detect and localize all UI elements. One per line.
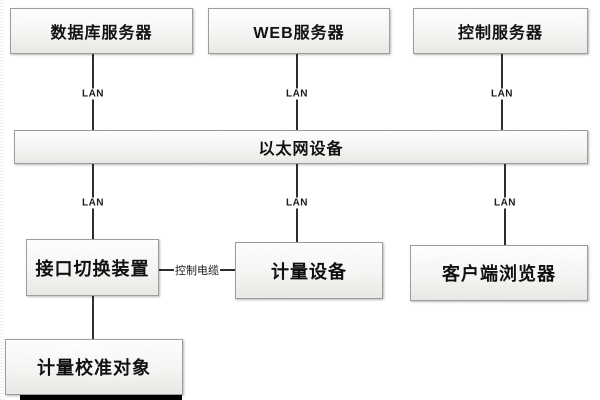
- lan-label: LAN: [79, 88, 107, 100]
- node-control-server-label: 控制服务器: [457, 25, 543, 42]
- left-edge-texture: [0, 0, 4, 400]
- node-metering-device-label: 计量设备: [271, 261, 347, 282]
- node-client-browser-label: 客户端浏览器: [442, 264, 556, 284]
- node-metering-device: 计量设备: [235, 242, 383, 299]
- lan-label: LAN: [488, 88, 516, 100]
- node-web-server: WEB服务器: [208, 8, 390, 54]
- connector-switch-to-calibration: [92, 296, 94, 339]
- node-interface-switch-label: 接口切换装置: [35, 258, 150, 279]
- node-ethernet-device-label: 以太网设备: [258, 141, 344, 158]
- node-calibration-object-label: 计量校准对象: [37, 358, 151, 378]
- node-db-server: 数据库服务器: [10, 8, 193, 54]
- lan-label: LAN: [79, 197, 107, 209]
- bottom-bar-artifact: [20, 395, 182, 400]
- lan-label: LAN: [491, 197, 519, 209]
- node-web-server-label: WEB服务器: [253, 25, 345, 42]
- lan-label: LAN: [283, 197, 311, 209]
- control-cable-label: 控制电缆: [174, 262, 220, 278]
- node-db-server-label: 数据库服务器: [50, 25, 153, 42]
- node-ethernet-device: 以太网设备: [14, 130, 588, 164]
- lan-label: LAN: [283, 88, 311, 100]
- node-calibration-object: 计量校准对象: [5, 339, 183, 395]
- node-control-server: 控制服务器: [413, 8, 588, 54]
- node-client-browser: 客户端浏览器: [410, 245, 588, 301]
- node-interface-switch: 接口切换装置: [26, 239, 159, 296]
